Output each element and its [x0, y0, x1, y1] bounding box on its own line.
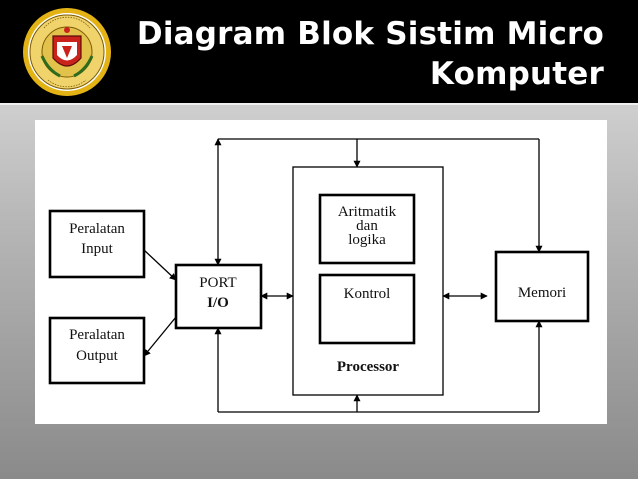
slide-title: Diagram Blok Sistim Micro Komputer	[137, 14, 604, 94]
kontrol-box	[318, 273, 416, 345]
logika-label: logika	[348, 232, 386, 248]
memori-box	[494, 250, 590, 323]
diagram-panel: Peralatan Input Peralatan Output PORT I/…	[35, 120, 607, 424]
title-line-1: Diagram Blok Sistim Micro	[136, 16, 604, 52]
aritmatik-label: Aritmatik	[338, 204, 397, 220]
peralatan-output-label-1: Peralatan	[69, 327, 125, 343]
peralatan-output-box	[48, 316, 146, 385]
port-io-box	[174, 263, 263, 330]
dan-label: dan	[356, 218, 378, 234]
aritmatik-logika-box	[318, 193, 416, 265]
memori-label: Memori	[518, 285, 566, 301]
input-to-port-arrow	[143, 249, 177, 281]
port-to-output-arrow	[143, 316, 177, 357]
processor-label: Processor	[337, 359, 400, 375]
peralatan-input-label-2: Input	[81, 241, 113, 257]
kontrol-label: Kontrol	[344, 286, 391, 302]
io-label: I/O	[207, 295, 229, 311]
title-line-2: Komputer	[429, 56, 604, 92]
port-label: PORT	[199, 275, 236, 291]
university-logo-icon	[23, 8, 111, 96]
peralatan-input-label-1: Peralatan	[69, 221, 125, 237]
peralatan-input-box	[48, 209, 146, 279]
block-diagram: Peralatan Input Peralatan Output PORT I/…	[48, 138, 590, 413]
title-divider	[0, 103, 638, 105]
peralatan-output-label-2: Output	[76, 348, 119, 364]
